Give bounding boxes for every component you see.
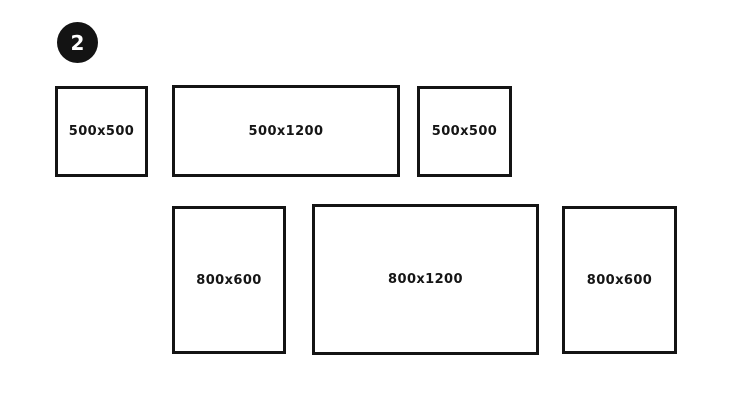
- placeholder-box-label: 500x500: [68, 124, 135, 139]
- placeholder-box-label: 500x1200: [248, 123, 324, 139]
- step-number-badge: 2: [57, 22, 98, 63]
- placeholder-box-label: 800x1200: [388, 272, 463, 287]
- placeholder-box[interactable]: 500x500: [55, 86, 148, 177]
- step-number-label: 2: [70, 30, 85, 55]
- placeholder-box[interactable]: 800x600: [562, 206, 677, 354]
- placeholder-box[interactable]: 500x1200: [172, 85, 400, 177]
- placeholder-box[interactable]: 800x600: [172, 206, 286, 354]
- placeholder-box-label: 500x500: [431, 124, 498, 139]
- placeholder-box-label: 800x600: [196, 272, 262, 288]
- placeholder-box-label: 800x600: [586, 272, 653, 288]
- placeholder-box[interactable]: 800x1200: [312, 204, 539, 355]
- placeholder-box[interactable]: 500x500: [417, 86, 512, 177]
